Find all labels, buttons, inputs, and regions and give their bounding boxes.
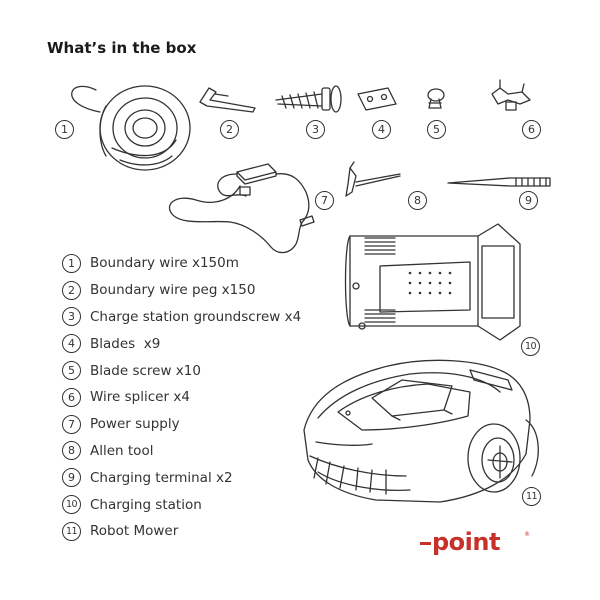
list-number: 2 (62, 280, 81, 300)
callout-2: 2 (220, 120, 239, 139)
list-label: Charging terminal x2 (90, 469, 233, 486)
list-item: 11 Robot Mower (62, 518, 301, 545)
list-label: Charge station groundscrew x4 (90, 308, 302, 325)
wire-splicer-illustration (491, 79, 531, 111)
blades-illustration (357, 87, 397, 111)
callout-4: 4 (372, 120, 391, 139)
registered-mark: ® (524, 531, 530, 538)
callout-8: 8 (408, 191, 427, 210)
callout-7: 7 (315, 191, 334, 210)
list-item: 10 Charging station (62, 491, 301, 518)
contents-list: 1 Boundary wire x150m 2 Boundary wire peg … (62, 250, 301, 545)
list-label: Robot Mower (90, 523, 179, 540)
callout-10: 10 (521, 337, 540, 356)
list-item: 6 Wire splicer x4 (62, 384, 301, 411)
charging-terminal-illustration (447, 177, 551, 187)
list-label: Boundary wire peg x150 (90, 282, 256, 299)
list-item: 8 Allen tool (62, 438, 301, 465)
list-number: 8 (62, 441, 81, 461)
groundscrew-illustration (275, 85, 342, 113)
list-label: Blade screw x10 (90, 362, 201, 379)
callout-5: 5 (427, 120, 446, 139)
list-item: 9 Charging terminal x2 (62, 464, 301, 491)
callout-3: 3 (306, 120, 325, 139)
callout-11: 11 (522, 487, 541, 506)
charging-station-illustration (344, 223, 521, 341)
list-label: Power supply (90, 416, 180, 433)
list-number: 1 (62, 253, 81, 273)
logo-dash (420, 542, 431, 545)
page-title: What’s in the box (47, 39, 197, 57)
list-item: 3 Charge station groundscrew x4 (62, 304, 301, 331)
list-item: 2 Boundary wire peg x150 (62, 277, 301, 304)
list-label: Blades x9 (90, 335, 161, 352)
brand-logo: point (432, 528, 500, 556)
list-number: 7 (62, 414, 81, 434)
list-label: Boundary wire x150m (90, 255, 239, 272)
callout-6: 6 (522, 120, 541, 139)
wire-spool-illustration (71, 85, 191, 171)
list-item: 7 Power supply (62, 411, 301, 438)
power-supply-illustration (168, 163, 315, 254)
list-number: 3 (62, 307, 81, 327)
list-number: 4 (62, 334, 81, 354)
list-label: Allen tool (90, 442, 154, 459)
list-number: 10 (62, 495, 81, 515)
wire-peg-illustration (199, 87, 256, 113)
robot-mower-illustration (303, 359, 539, 503)
list-item: 5 Blade screw x10 (62, 357, 301, 384)
list-number: 5 (62, 361, 81, 381)
callout-1: 1 (55, 120, 74, 139)
list-number: 9 (62, 468, 81, 488)
allen-tool-illustration (345, 161, 401, 197)
list-item: 4 Blades x9 (62, 330, 301, 357)
callout-9: 9 (519, 191, 538, 210)
list-label: Wire splicer x4 (90, 389, 190, 406)
list-number: 11 (62, 521, 81, 541)
blade-screw-illustration (427, 88, 445, 109)
list-item: 1 Boundary wire x150m (62, 250, 301, 277)
list-number: 6 (62, 387, 81, 407)
list-label: Charging station (90, 496, 202, 513)
